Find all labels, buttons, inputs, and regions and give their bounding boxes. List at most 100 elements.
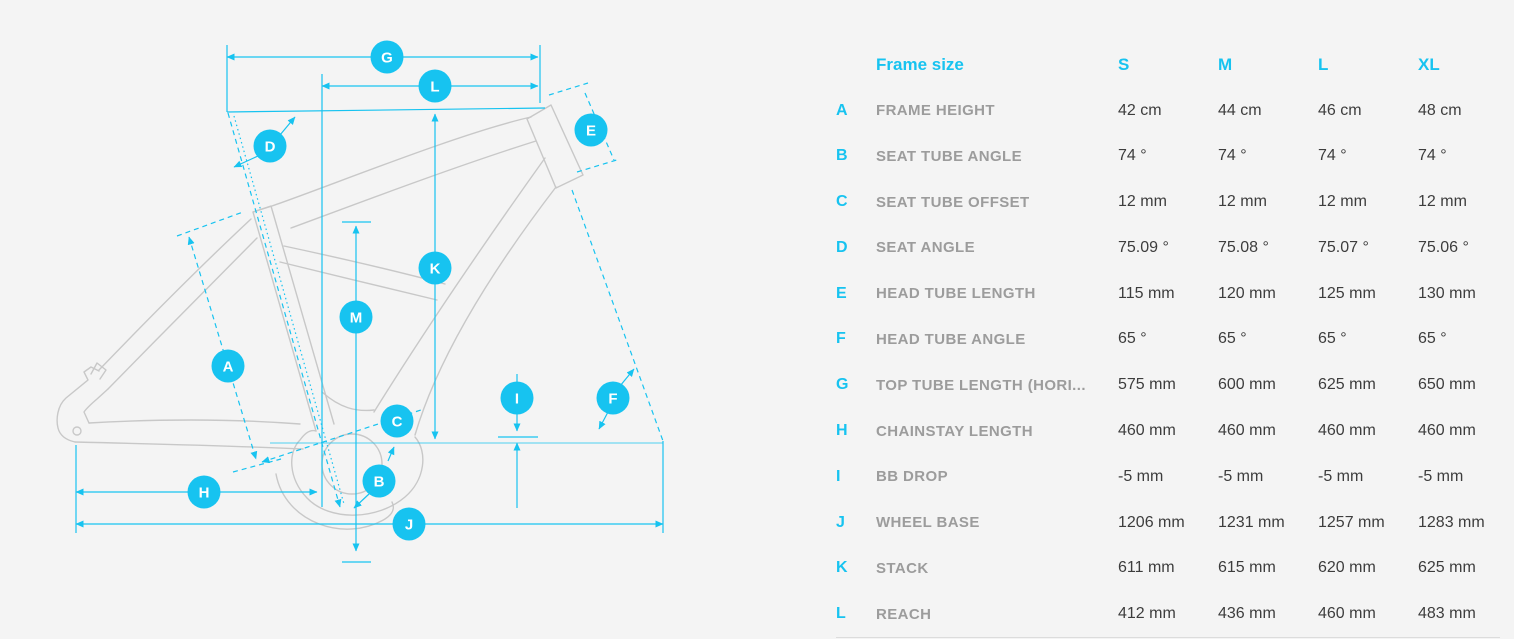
row-value-XL: 1283 mm bbox=[1418, 513, 1485, 531]
dimension-badge-K: K bbox=[418, 251, 452, 285]
row-value-S: 412 mm bbox=[1118, 605, 1176, 623]
row-value-XL: 460 mm bbox=[1418, 422, 1476, 439]
badge-letter: I bbox=[515, 391, 519, 408]
dimension-badge-E: E bbox=[574, 113, 608, 147]
row-value-M: 75.08 ° bbox=[1218, 238, 1269, 256]
row-letter: B bbox=[836, 147, 848, 165]
row-value-M: 65 ° bbox=[1218, 330, 1247, 348]
table-row-B: B SEAT TUBE ANGLE 74 ° 74 ° 74 ° 74 ° bbox=[836, 134, 1500, 180]
row-value-L: 74 ° bbox=[1318, 147, 1347, 165]
row-value-XL: 48 cm bbox=[1418, 101, 1462, 119]
row-value-L: -5 mm bbox=[1318, 467, 1364, 485]
row-value-L: 125 mm bbox=[1318, 284, 1376, 302]
row-value-XL: 130 mm bbox=[1418, 284, 1476, 302]
row-value-S: 575 mm bbox=[1118, 376, 1176, 394]
row-value-M: 1231 mm bbox=[1218, 513, 1285, 531]
row-value-S: 611 mm bbox=[1118, 559, 1175, 577]
badge-letter: D bbox=[265, 139, 276, 156]
dimension-badge-G: G bbox=[370, 40, 404, 74]
row-letter: F bbox=[836, 330, 846, 348]
badge-letter: G bbox=[381, 50, 393, 67]
row-value-XL: 625 mm bbox=[1418, 559, 1476, 577]
row-value-S: 1206 mm bbox=[1118, 513, 1185, 531]
row-measure-name: SEAT TUBE OFFSET bbox=[876, 193, 1030, 211]
row-value-XL: 650 mm bbox=[1418, 376, 1476, 394]
row-measure-name: STACK bbox=[876, 559, 929, 577]
row-value-L: 46 cm bbox=[1318, 101, 1362, 119]
table-title: Frame size bbox=[876, 54, 964, 74]
row-measure-name: FRAME HEIGHT bbox=[876, 102, 995, 120]
row-value-S: 74 ° bbox=[1118, 147, 1147, 165]
table-row-L: L REACH 412 mm 436 mm 460 mm 483 mm bbox=[836, 591, 1500, 637]
row-value-L: 12 mm bbox=[1318, 193, 1367, 211]
size-column-header-XL: XL bbox=[1418, 54, 1440, 74]
row-letter: A bbox=[836, 101, 848, 119]
row-value-XL: 65 ° bbox=[1418, 330, 1447, 348]
table-row-K: K STACK 611 mm 615 mm 620 mm 625 mm bbox=[836, 545, 1500, 591]
row-measure-name: BB DROP bbox=[876, 468, 948, 486]
frame-geometry-diagram: G L D E K M A I F C B H J bbox=[56, 40, 664, 563]
row-measure-name: CHAINSTAY LENGTH bbox=[876, 422, 1033, 440]
row-value-M: 44 cm bbox=[1218, 101, 1262, 119]
dimension-badge-A: A bbox=[211, 349, 245, 383]
row-letter: H bbox=[836, 422, 848, 439]
row-measure-name: WHEEL BASE bbox=[876, 514, 980, 532]
size-column-header-L: L bbox=[1318, 54, 1329, 74]
row-value-L: 75.07 ° bbox=[1318, 238, 1369, 256]
row-value-S: 75.09 ° bbox=[1118, 238, 1169, 256]
row-value-XL: -5 mm bbox=[1418, 467, 1464, 485]
row-value-M: 74 ° bbox=[1218, 147, 1247, 165]
table-header-row: Frame size S M L XL bbox=[836, 42, 1500, 88]
row-letter: K bbox=[836, 559, 848, 577]
badge-letter: L bbox=[430, 79, 439, 96]
badge-letter: C bbox=[392, 414, 403, 431]
row-letter: D bbox=[836, 238, 848, 256]
row-value-XL: 483 mm bbox=[1418, 605, 1476, 623]
row-value-XL: 74 ° bbox=[1418, 147, 1447, 165]
row-measure-name: SEAT TUBE ANGLE bbox=[876, 147, 1023, 165]
row-value-S: 65 ° bbox=[1118, 330, 1147, 348]
row-value-XL: 75.06 ° bbox=[1418, 238, 1469, 256]
row-value-L: 65 ° bbox=[1318, 330, 1347, 348]
dimension-badge-M: M bbox=[339, 300, 373, 334]
badge-letter: K bbox=[430, 261, 441, 278]
dimension-badge-B: B bbox=[362, 464, 396, 498]
badge-letter: B bbox=[374, 474, 385, 491]
badge-letter: H bbox=[199, 485, 210, 502]
row-letter: C bbox=[836, 193, 848, 211]
size-column-header-M: M bbox=[1218, 54, 1233, 74]
row-value-L: 460 mm bbox=[1318, 422, 1376, 439]
row-value-M: 615 mm bbox=[1218, 559, 1276, 577]
dimension-badge-F: F bbox=[596, 381, 630, 415]
row-measure-name: HEAD TUBE LENGTH bbox=[876, 285, 1036, 303]
row-measure-name: SEAT ANGLE bbox=[876, 239, 976, 257]
row-letter: E bbox=[836, 284, 847, 302]
dimension-badge-C: C bbox=[380, 404, 414, 438]
row-value-M: 460 mm bbox=[1218, 422, 1276, 439]
row-value-L: 460 mm bbox=[1318, 605, 1376, 623]
row-measure-name: REACH bbox=[876, 605, 932, 623]
dimension-badge-L: L bbox=[418, 69, 452, 103]
badge-letter: J bbox=[405, 517, 413, 534]
row-value-XL: 12 mm bbox=[1418, 193, 1467, 211]
row-letter: L bbox=[836, 605, 846, 623]
badge-letter: M bbox=[350, 310, 363, 327]
row-value-M: 600 mm bbox=[1218, 376, 1276, 394]
row-value-L: 620 mm bbox=[1318, 559, 1376, 577]
badge-letter: A bbox=[223, 359, 234, 376]
size-column-header-S: S bbox=[1118, 54, 1130, 74]
row-value-M: 436 mm bbox=[1218, 605, 1276, 623]
row-letter: I bbox=[836, 467, 841, 485]
row-letter: J bbox=[836, 513, 845, 531]
row-value-M: 120 mm bbox=[1218, 284, 1276, 302]
